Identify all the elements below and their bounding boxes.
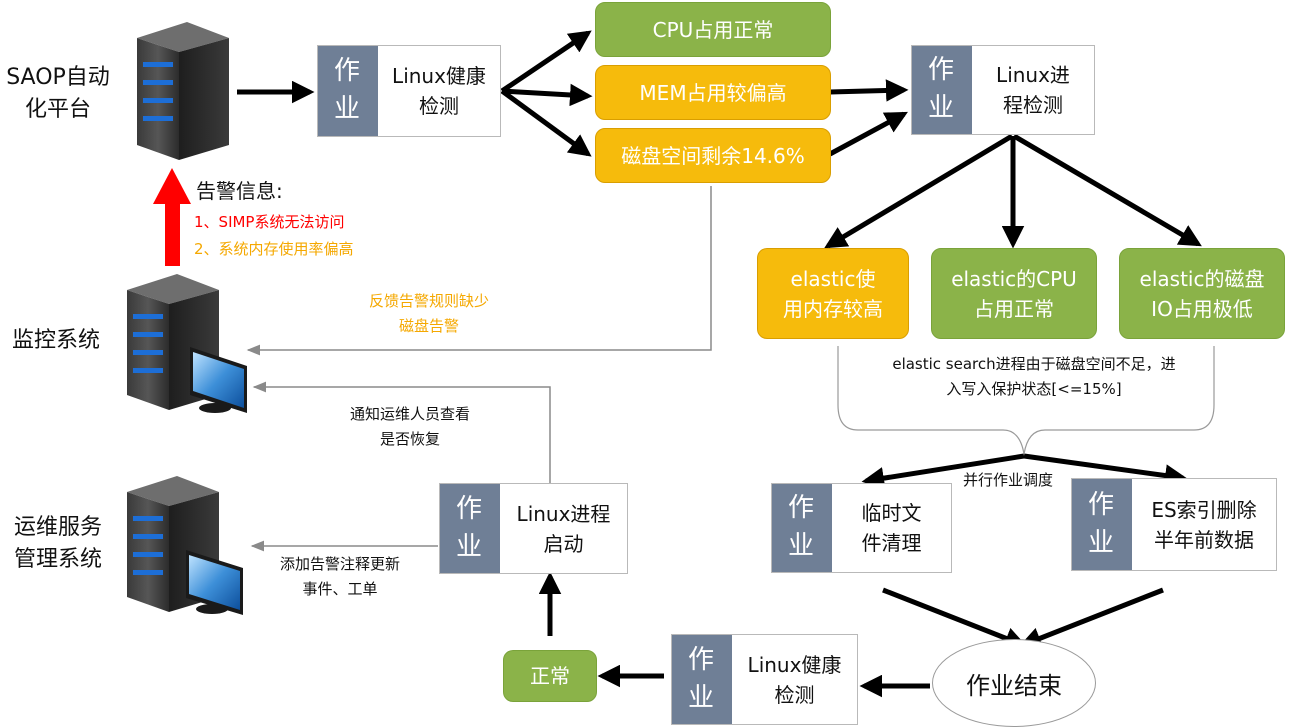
saop-platform-label: SAOP自动化平台	[6, 65, 110, 122]
result-elastic-memory: elastic使用内存较高	[757, 248, 909, 339]
job-tag: 作业	[672, 635, 732, 724]
feedback-arrows	[246, 186, 712, 552]
job-tag: 作业	[912, 46, 972, 134]
job-label: ES索引删除半年前数据	[1151, 497, 1257, 552]
add-alert-comment-note: 添加告警注释更新事件、工单	[279, 555, 400, 598]
result-mem-high: MEM占用较偏高	[595, 65, 831, 120]
job-linux-process-start[interactable]: 作业 Linux进程启动	[439, 483, 628, 574]
feedback-alert-rule-note: 反馈告警规则缺少磁盘告警	[368, 292, 489, 335]
alert-title: 告警信息:	[196, 179, 283, 203]
alert-item-simp: 1、SIMP系统无法访问	[194, 213, 345, 231]
result-disk-remaining: 磁盘空间剩余14.6%	[595, 128, 831, 183]
monitor-system-label: 监控系统	[11, 328, 100, 353]
job-tag: 作业	[772, 484, 832, 572]
job-label: Linux健康检测	[747, 652, 842, 707]
server-saop-icon	[137, 22, 229, 160]
result-normal: 正常	[503, 650, 597, 702]
server-monitor-icon	[127, 274, 247, 413]
result-cpu-normal: CPU占用正常	[595, 2, 831, 57]
job-label: 临时文件清理	[861, 501, 922, 555]
parallel-dispatch-label: 并行作业调度	[962, 471, 1053, 489]
alert-up-arrow	[153, 168, 191, 266]
server-ops-icon	[127, 476, 243, 615]
job-tag: 作业	[1072, 479, 1132, 570]
job-label: Linux进程启动	[516, 501, 611, 556]
job-es-index-delete[interactable]: 作业 ES索引删除半年前数据	[1071, 478, 1277, 571]
job-label: Linux健康检测	[392, 64, 486, 118]
job-linux-health-check-2[interactable]: 作业 Linux健康检测	[671, 634, 858, 725]
job-linux-process-check[interactable]: 作业 Linux进程检测	[911, 45, 1095, 135]
job-label: Linux进程检测	[996, 63, 1070, 117]
elastic-reason-note: elastic search进程由于磁盘空间不足，进入写入保护状态[<=15%]	[892, 355, 1176, 398]
result-elastic-io: elastic的磁盘IO占用极低	[1119, 248, 1285, 339]
notify-ops-note: 通知运维人员查看是否恢复	[349, 405, 470, 448]
grouping-brace	[837, 346, 1215, 455]
job-linux-health-check[interactable]: 作业 Linux健康检测	[317, 45, 501, 137]
job-tag: 作业	[318, 46, 378, 136]
result-elastic-cpu: elastic的CPU占用正常	[931, 248, 1097, 339]
flow-arrows	[237, 30, 1202, 698]
job-temp-file-cleanup[interactable]: 作业 临时文件清理	[771, 483, 952, 573]
ops-system-label: 运维服务管理系统	[13, 515, 102, 572]
job-tag: 作业	[440, 484, 500, 573]
alert-item-memory: 2、系统内存使用率偏高	[194, 240, 354, 258]
job-end-node: 作业结束	[932, 639, 1096, 727]
